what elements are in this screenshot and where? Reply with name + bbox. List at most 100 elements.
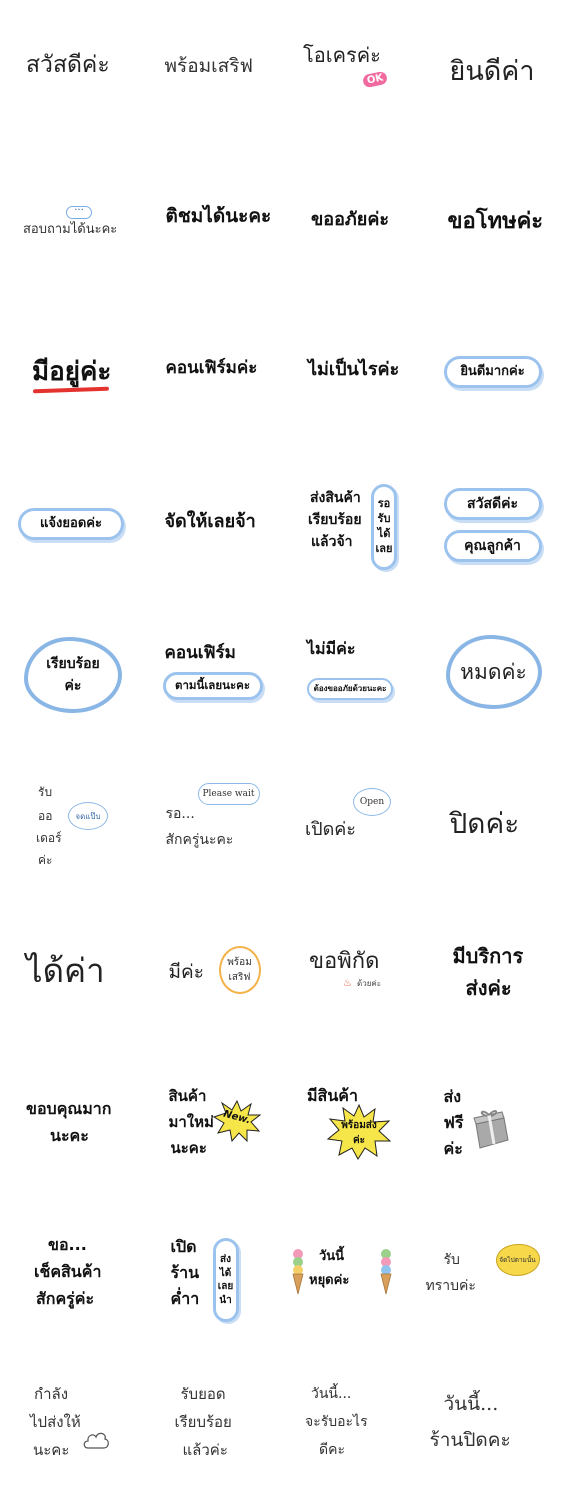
sticker-hello-customer[interactable]: สวัสดีค่ะ คุณลูกค้า	[422, 450, 562, 600]
sticker-have[interactable]: มีค่ะ พร้อม เสริฟ	[141, 900, 282, 1050]
bubble-text: เสริฟ	[228, 972, 251, 983]
sticker-text-line-1: รอ...	[165, 806, 195, 822]
starburst-icon	[212, 1100, 261, 1142]
sticker-very-welcome[interactable]: ยินดีมากค่ะ	[422, 300, 562, 450]
sticker-free-shipping[interactable]: ส่ง ฟรี ค่ะ	[422, 1050, 562, 1200]
sticker-delivery-service[interactable]: มีบริการ ส่งค่ะ	[422, 900, 562, 1050]
sticker-delivering[interactable]: กำลัง ไปส่งให้ นะคะ	[0, 1350, 141, 1500]
sticker-text: สวัสดีค่ะ	[26, 52, 110, 78]
speech-bubble: ตามนี้เลยนะคะ	[162, 672, 263, 700]
sticker-text-line-2: เรียบร้อย	[174, 1413, 232, 1431]
sticker-text-line-1: เปิด	[170, 1237, 197, 1256]
sticker-ready-to-ship[interactable]: มีสินค้า พร้อมส่ง ค่ะ	[281, 1050, 422, 1200]
sticker-dai-ka[interactable]: ได้ค่า	[0, 900, 141, 1050]
sticker-text-line-1: วันนี้...	[443, 1393, 499, 1415]
sticker-what-today[interactable]: วันนี้... จะรับอะไร ดีคะ	[281, 1350, 422, 1500]
open-bubble: Open	[353, 788, 391, 816]
sticker-prom-serve[interactable]: พร้อมเสริฟ	[141, 0, 282, 150]
sticker-text-line-3: สักครู่ค่ะ	[36, 1289, 95, 1308]
sticker-text-line-1: รับยอด	[180, 1385, 226, 1403]
sticker-please-wait[interactable]: Please wait รอ... สักครู่นะคะ	[141, 750, 282, 900]
sticker-feedback[interactable]: ติชมได้นะคะ	[141, 150, 282, 300]
sticker-text: คอนเฟิร์มค่ะ	[165, 358, 258, 378]
sticker-new-arrival[interactable]: สินค้า มาใหม่ นะคะ New.	[141, 1050, 282, 1200]
sticker-text: เปิดค่ะ	[305, 819, 356, 840]
sticker-okay[interactable]: โอเครค่ะ OK	[281, 0, 422, 150]
sticker-text-line-1: มีบริการ	[452, 944, 524, 968]
sticker-text-line-1: ขอบคุณมาก	[26, 1099, 112, 1118]
sticker-text-line-3: นะคะ	[33, 1441, 70, 1459]
sticker-text-line-1: กำลัง	[34, 1385, 69, 1403]
sticker-text: พร้อมเสริฟ	[164, 55, 253, 77]
sticker-text-line-1: ไม่มีค่ะ	[307, 639, 356, 658]
sticker-take-order[interactable]: รับ ออ เดอร์ ค่ะ จดแป๊บ	[0, 750, 141, 900]
bubble-text: เลย	[217, 1281, 234, 1292]
ice-cream-icon	[380, 1249, 392, 1295]
sticker-text-line-2: ฟรี	[443, 1113, 464, 1132]
sticker-text-line-3: เดอร์	[36, 831, 62, 845]
vertical-bubble: รอ รับ ได้ เลย	[371, 484, 397, 570]
sticker-no-problem[interactable]: ไม่เป็นไรค่ะ	[281, 300, 422, 450]
sticker-text-line-3: ค่ำา	[170, 1289, 200, 1308]
sticker-text-line-1: รับ	[38, 785, 53, 799]
speech-bubble: สวัสดีค่ะ	[443, 488, 542, 520]
sticker-text: ยินดีมากค่ะ	[460, 363, 525, 379]
sticker-text-line-1: วันนี้	[319, 1249, 345, 1264]
sticker-text-line-2: ร้าน	[170, 1263, 200, 1282]
sticker-sold-out[interactable]: หมดค่ะ	[422, 600, 562, 750]
sticker-text-line-3: ดีคะ	[319, 1442, 345, 1458]
sticker-location[interactable]: ขอพิกัด ♨ ด้วยค่ะ	[281, 900, 422, 1050]
sticker-shop-closed-today[interactable]: วันนี้... ร้านปิดคะ	[422, 1350, 562, 1500]
sticker-text-line-2: หยุดค่ะ	[309, 1273, 350, 1288]
sticker-closed[interactable]: ปิดค่ะ	[422, 750, 562, 900]
bubble-text: พร้อม	[227, 957, 252, 968]
sticker-thank-you[interactable]: ขอบคุณมาก นะคะ	[0, 1050, 141, 1200]
sticker-confirm-as-is[interactable]: คอนเฟิร์ม ตามนี้เลยนะคะ	[141, 600, 282, 750]
sticker-text-line-1: วันนี้...	[311, 1386, 352, 1402]
sticker-text-line-2: มาใหม่	[168, 1113, 214, 1131]
cloud-bubble: หมดค่ะ	[445, 635, 542, 709]
sticker-arrange[interactable]: จัดให้เลยจ้า	[141, 450, 282, 600]
note-bubble: จดแป๊บ	[68, 802, 108, 830]
sticker-shipped[interactable]: ส่งสินค้า เรียบร้อย แล้วจ้า รอ รับ ได้ เ…	[281, 450, 422, 600]
cloud-bubble: เรียบร้อย ค่ะ	[24, 637, 122, 713]
sticker-text: หมดค่ะ	[460, 659, 527, 684]
sticker-text: โอเครค่ะ	[303, 43, 381, 67]
starburst-text-line-2: ค่ะ	[352, 1135, 366, 1146]
sticker-text-line-2: เรียบร้อย	[308, 512, 362, 528]
sticker-ask[interactable]: ··· สอบถามได้นะคะ	[0, 150, 141, 300]
sticker-text: มีอยู่ค่ะ	[32, 357, 112, 387]
sticker-sorry[interactable]: ขออภัยค่ะ	[281, 150, 422, 300]
sticker-closed-today[interactable]: วันนี้ หยุดค่ะ	[281, 1200, 422, 1350]
pin-icon: ♨	[343, 978, 352, 989]
sticker-text: ยินดีค่า	[449, 56, 535, 87]
sticker-received-total[interactable]: รับยอด เรียบร้อย แล้วค่ะ	[141, 1350, 282, 1500]
sticker-confirm[interactable]: คอนเฟิร์มค่ะ	[141, 300, 282, 450]
bubble-text: นำ	[219, 1294, 232, 1306]
starburst-icon	[327, 1104, 391, 1160]
sticker-text: ขอโทษค่ะ	[447, 209, 544, 234]
sticker-text: สวัสดีค่ะ	[467, 495, 518, 512]
sticker-done[interactable]: เรียบร้อย ค่ะ	[0, 600, 141, 750]
sticker-sawasdee[interactable]: สวัสดีค่ะ	[0, 0, 141, 150]
bubble-text: รอ	[377, 497, 391, 511]
sticker-text: ได้ค่า	[26, 951, 105, 990]
sticker-text: มีค่ะ	[168, 961, 204, 983]
bubble-text: รับ	[377, 512, 391, 526]
sticker-open[interactable]: Open เปิดค่ะ	[281, 750, 422, 900]
sticker-text-line-2: ต้องขออภัยด้วยนะคะ	[313, 684, 387, 694]
sticker-text-line-3: แล้วจ้า	[311, 534, 353, 550]
sticker-text-line-1: คอนเฟิร์ม	[164, 643, 236, 663]
bubble-text: ได้	[377, 527, 391, 540]
sticker-notify-total[interactable]: แจ้งยอดค่ะ	[0, 450, 141, 600]
sticker-shop-open[interactable]: เปิด ร้าน ค่ำา ส่ง ได้ เลย นำ	[141, 1200, 282, 1350]
sticker-apologize[interactable]: ขอโทษค่ะ	[422, 150, 562, 300]
sticker-none[interactable]: ไม่มีค่ะ ต้องขออภัยด้วยนะคะ	[281, 600, 422, 750]
sticker-in-stock[interactable]: มีอยู่ค่ะ	[0, 300, 141, 450]
sticker-check-stock[interactable]: ขอ... เช็คสินค้า สักครู่ค่ะ	[0, 1200, 141, 1350]
sticker-text-line-2: จะรับอะไร	[305, 1414, 368, 1430]
sticker-text-line-2: นะคะ	[50, 1126, 89, 1145]
sticker-yindee[interactable]: ยินดีค่า	[422, 0, 562, 150]
sticker-acknowledged[interactable]: รับ ทราบค่ะ จัดไปตามนั้น	[422, 1200, 562, 1350]
